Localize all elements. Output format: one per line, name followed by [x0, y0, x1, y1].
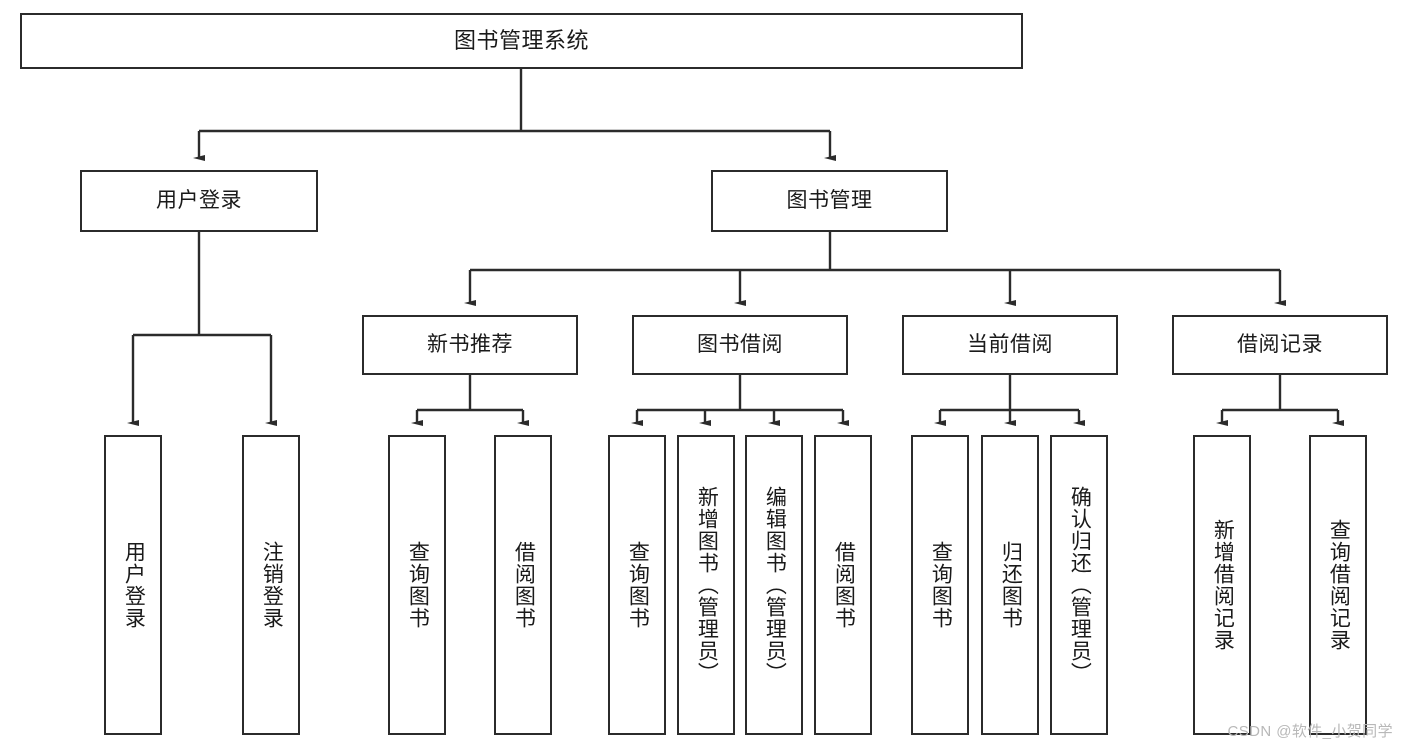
leaf-new-book-borrow[interactable]: 借阅图书 — [494, 435, 552, 735]
node-label: 当前借阅 — [967, 333, 1053, 357]
node-label: 查询图书 — [929, 541, 953, 629]
leaf-book-borrow-add[interactable]: 新增图书（管理员） — [677, 435, 735, 735]
leaf-user-login-login[interactable]: 用户登录 — [104, 435, 162, 735]
node-label: 用户登录 — [156, 189, 242, 213]
node-root-book-management-system[interactable]: 图书管理系统 — [20, 13, 1023, 69]
node-book-management[interactable]: 图书管理 — [711, 170, 948, 232]
node-label: 图书借阅 — [697, 333, 783, 357]
leaf-borrow-record-query[interactable]: 查询借阅记录 — [1309, 435, 1367, 735]
node-label: 归还图书 — [999, 541, 1023, 629]
node-label: 注销登录 — [260, 541, 284, 629]
leaf-new-book-query[interactable]: 查询图书 — [388, 435, 446, 735]
node-label: 用户登录 — [122, 541, 146, 629]
leaf-book-borrow-borrow[interactable]: 借阅图书 — [814, 435, 872, 735]
node-book-borrow[interactable]: 图书借阅 — [632, 315, 848, 375]
node-label: 查询图书 — [406, 541, 430, 629]
node-label: 确认归还（管理员） — [1068, 486, 1092, 684]
node-label: 编辑图书（管理员） — [763, 486, 787, 684]
node-label: 借阅记录 — [1237, 333, 1323, 357]
node-label: 图书管理 — [786, 189, 873, 213]
node-label: 借阅图书 — [512, 541, 536, 629]
watermark-text: CSDN @软件_小贺同学 — [1227, 723, 1393, 740]
node-label: 新增图书（管理员） — [695, 486, 719, 684]
leaf-book-borrow-edit[interactable]: 编辑图书（管理员） — [745, 435, 803, 735]
node-label: 借阅图书 — [832, 541, 856, 629]
node-label: 查询借阅记录 — [1327, 519, 1351, 651]
leaf-user-login-logout[interactable]: 注销登录 — [242, 435, 300, 735]
leaf-current-borrow-confirm-return[interactable]: 确认归还（管理员） — [1050, 435, 1108, 735]
leaf-book-borrow-query[interactable]: 查询图书 — [608, 435, 666, 735]
leaf-borrow-record-add[interactable]: 新增借阅记录 — [1193, 435, 1251, 735]
node-label: 新书推荐 — [427, 333, 513, 357]
node-borrow-record[interactable]: 借阅记录 — [1172, 315, 1388, 375]
node-new-book-recommend[interactable]: 新书推荐 — [362, 315, 578, 375]
node-user-login[interactable]: 用户登录 — [80, 170, 318, 232]
node-current-borrow[interactable]: 当前借阅 — [902, 315, 1118, 375]
node-label: 新增借阅记录 — [1211, 519, 1235, 651]
leaf-current-borrow-query[interactable]: 查询图书 — [911, 435, 969, 735]
node-label: 图书管理系统 — [453, 27, 589, 53]
leaf-current-borrow-return[interactable]: 归还图书 — [981, 435, 1039, 735]
node-label: 查询图书 — [626, 541, 650, 629]
